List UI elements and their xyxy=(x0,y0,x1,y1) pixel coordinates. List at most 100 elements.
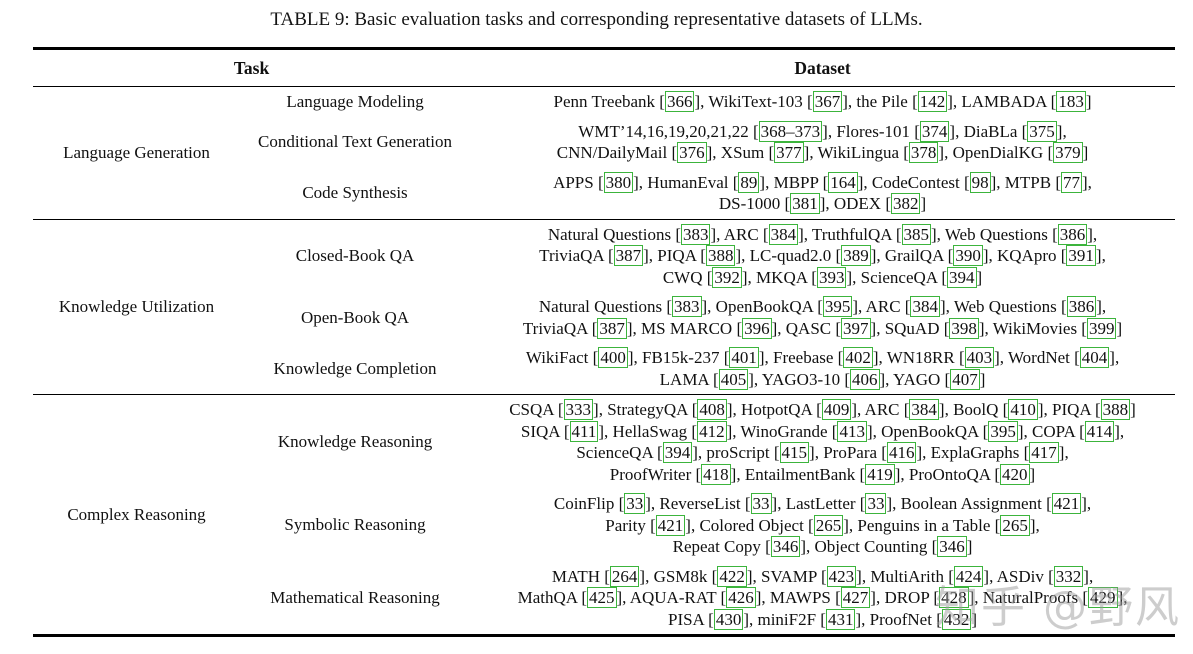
table-row: Mathematical Reasoning MATH [264], GSM8k… xyxy=(33,562,1175,636)
citation-link[interactable]: 378 xyxy=(908,142,939,163)
citation-link[interactable]: 33 xyxy=(865,493,887,514)
citation-link[interactable]: 427 xyxy=(840,587,871,608)
citation-link[interactable]: 376 xyxy=(677,142,707,163)
citation-link[interactable]: 390 xyxy=(953,245,983,266)
citation-link[interactable]: 422 xyxy=(717,565,747,587)
citation-link[interactable]: 346 xyxy=(770,536,801,557)
citation-link[interactable]: 408 xyxy=(697,399,727,420)
citation-link[interactable]: 396 xyxy=(742,317,772,339)
citation-link[interactable]: 393 xyxy=(816,266,847,288)
citation-link[interactable]: 402 xyxy=(843,347,873,368)
dataset-line: TriviaQA [387], MS MARCO [396], QASC [39… xyxy=(522,317,1123,339)
citation-link[interactable]: 400 xyxy=(598,347,628,368)
citation-link[interactable]: 425 xyxy=(587,587,617,608)
citation-link[interactable]: 432 xyxy=(941,608,972,630)
dataset-line: TriviaQA [387], PIQA [388], LC-quad2.0 [… xyxy=(539,245,1106,266)
citation-link[interactable]: 421 xyxy=(1051,493,1082,514)
citation-link[interactable]: 388 xyxy=(1100,399,1131,420)
citation-link[interactable]: 417 xyxy=(1029,442,1059,463)
citation-link[interactable]: 385 xyxy=(901,223,932,245)
citation-link[interactable]: 183 xyxy=(1056,91,1086,112)
citation-link[interactable]: 410 xyxy=(1008,399,1038,420)
citation-link[interactable]: 431 xyxy=(825,608,856,630)
citation-link[interactable]: 387 xyxy=(597,317,627,339)
citation-link[interactable]: 142 xyxy=(917,91,948,112)
citation-link[interactable]: 407 xyxy=(950,368,980,390)
citation-link[interactable]: 428 xyxy=(939,587,969,608)
citation-link[interactable]: 429 xyxy=(1088,587,1118,608)
citation-link[interactable]: 381 xyxy=(790,193,820,214)
citation-link[interactable]: 265 xyxy=(813,514,844,536)
dataset-cell: CoinFlip [33], ReverseList [33], LastLet… xyxy=(470,489,1175,562)
citation-link[interactable]: 426 xyxy=(726,587,756,608)
citation-link[interactable]: 394 xyxy=(662,442,693,463)
citation-link[interactable]: 265 xyxy=(1000,514,1030,536)
citation-link[interactable]: 332 xyxy=(1053,565,1084,587)
citation-link[interactable]: 386 xyxy=(1057,223,1088,245)
dataset-line: Natural Questions [383], ARC [384], Trut… xyxy=(547,223,1098,245)
citation-link[interactable]: 411 xyxy=(569,420,599,442)
citation-link[interactable]: 389 xyxy=(841,245,871,266)
citation-link[interactable]: 374 xyxy=(919,120,950,142)
citation-link[interactable]: 398 xyxy=(949,317,979,339)
citation-link[interactable]: 409 xyxy=(821,399,852,420)
citation-link[interactable]: 377 xyxy=(774,142,804,163)
subtask-cell: Knowledge Completion xyxy=(273,358,437,378)
citation-link[interactable]: 380 xyxy=(603,171,634,193)
citation-link[interactable]: 368–373 xyxy=(758,120,823,142)
citation-link[interactable]: 399 xyxy=(1086,317,1117,339)
citation-link[interactable]: 415 xyxy=(779,442,810,463)
citation-link[interactable]: 379 xyxy=(1053,142,1083,163)
citation-link[interactable]: 418 xyxy=(701,463,731,485)
citation-link[interactable]: 412 xyxy=(697,420,727,442)
citation-link[interactable]: 346 xyxy=(937,536,967,557)
citation-link[interactable]: 33 xyxy=(624,493,646,514)
column-header-dataset: Dataset xyxy=(794,58,851,78)
citation-link[interactable]: 98 xyxy=(969,171,991,193)
citation-link[interactable]: 404 xyxy=(1079,347,1110,368)
subtask-cell: Symbolic Reasoning xyxy=(284,515,426,535)
citation-link[interactable]: 384 xyxy=(910,296,940,317)
citation-link[interactable]: 414 xyxy=(1084,420,1115,442)
citation-link[interactable]: 264 xyxy=(609,565,640,587)
table-row: Open-Book QA Natural Questions [383], Op… xyxy=(33,292,1175,343)
citation-link[interactable]: 419 xyxy=(865,463,895,485)
citation-link[interactable]: 333 xyxy=(563,399,594,420)
citation-link[interactable]: 424 xyxy=(953,565,984,587)
citation-link[interactable]: 89 xyxy=(738,171,760,193)
citation-link[interactable]: 384 xyxy=(909,399,939,420)
citation-link[interactable]: 395 xyxy=(822,296,853,317)
citation-link[interactable]: 77 xyxy=(1061,171,1083,193)
citation-link[interactable]: 386 xyxy=(1066,296,1097,317)
citation-link[interactable]: 382 xyxy=(890,193,921,214)
citation-link[interactable]: 383 xyxy=(680,223,711,245)
citation-link[interactable]: 384 xyxy=(768,223,799,245)
citation-link[interactable]: 367 xyxy=(812,91,843,112)
citation-link[interactable]: 420 xyxy=(1000,463,1030,485)
citation-link[interactable]: 421 xyxy=(655,514,686,536)
citation-link[interactable]: 164 xyxy=(828,171,858,193)
citation-link[interactable]: 387 xyxy=(613,245,644,266)
citation-link[interactable]: 405 xyxy=(718,368,749,390)
citation-link[interactable]: 403 xyxy=(964,347,995,368)
subtask-cell: Closed-Book QA xyxy=(295,245,415,265)
citation-link[interactable]: 413 xyxy=(837,420,867,442)
dataset-cell: WikiFact [400], FB15k-237 [401], Freebas… xyxy=(470,343,1175,395)
citation-link[interactable]: 391 xyxy=(1066,245,1096,266)
citation-link[interactable]: 375 xyxy=(1027,120,1057,142)
citation-link[interactable]: 430 xyxy=(713,608,744,630)
citation-link[interactable]: 394 xyxy=(947,266,977,288)
citation-link[interactable]: 383 xyxy=(672,296,702,317)
citation-link[interactable]: 33 xyxy=(750,493,772,514)
group-knowledge-utilization: Knowledge Utilization Closed-Book QA Nat… xyxy=(33,219,1176,395)
citation-link[interactable]: 397 xyxy=(841,317,871,339)
citation-link[interactable]: 366 xyxy=(664,91,695,112)
subtask-cell: Open-Book QA xyxy=(300,307,410,327)
citation-link[interactable]: 395 xyxy=(988,420,1018,442)
citation-link[interactable]: 392 xyxy=(712,266,742,288)
citation-link[interactable]: 406 xyxy=(850,368,880,390)
citation-link[interactable]: 401 xyxy=(729,347,759,368)
citation-link[interactable]: 423 xyxy=(826,565,857,587)
citation-link[interactable]: 416 xyxy=(886,442,917,463)
citation-link[interactable]: 388 xyxy=(705,245,736,266)
